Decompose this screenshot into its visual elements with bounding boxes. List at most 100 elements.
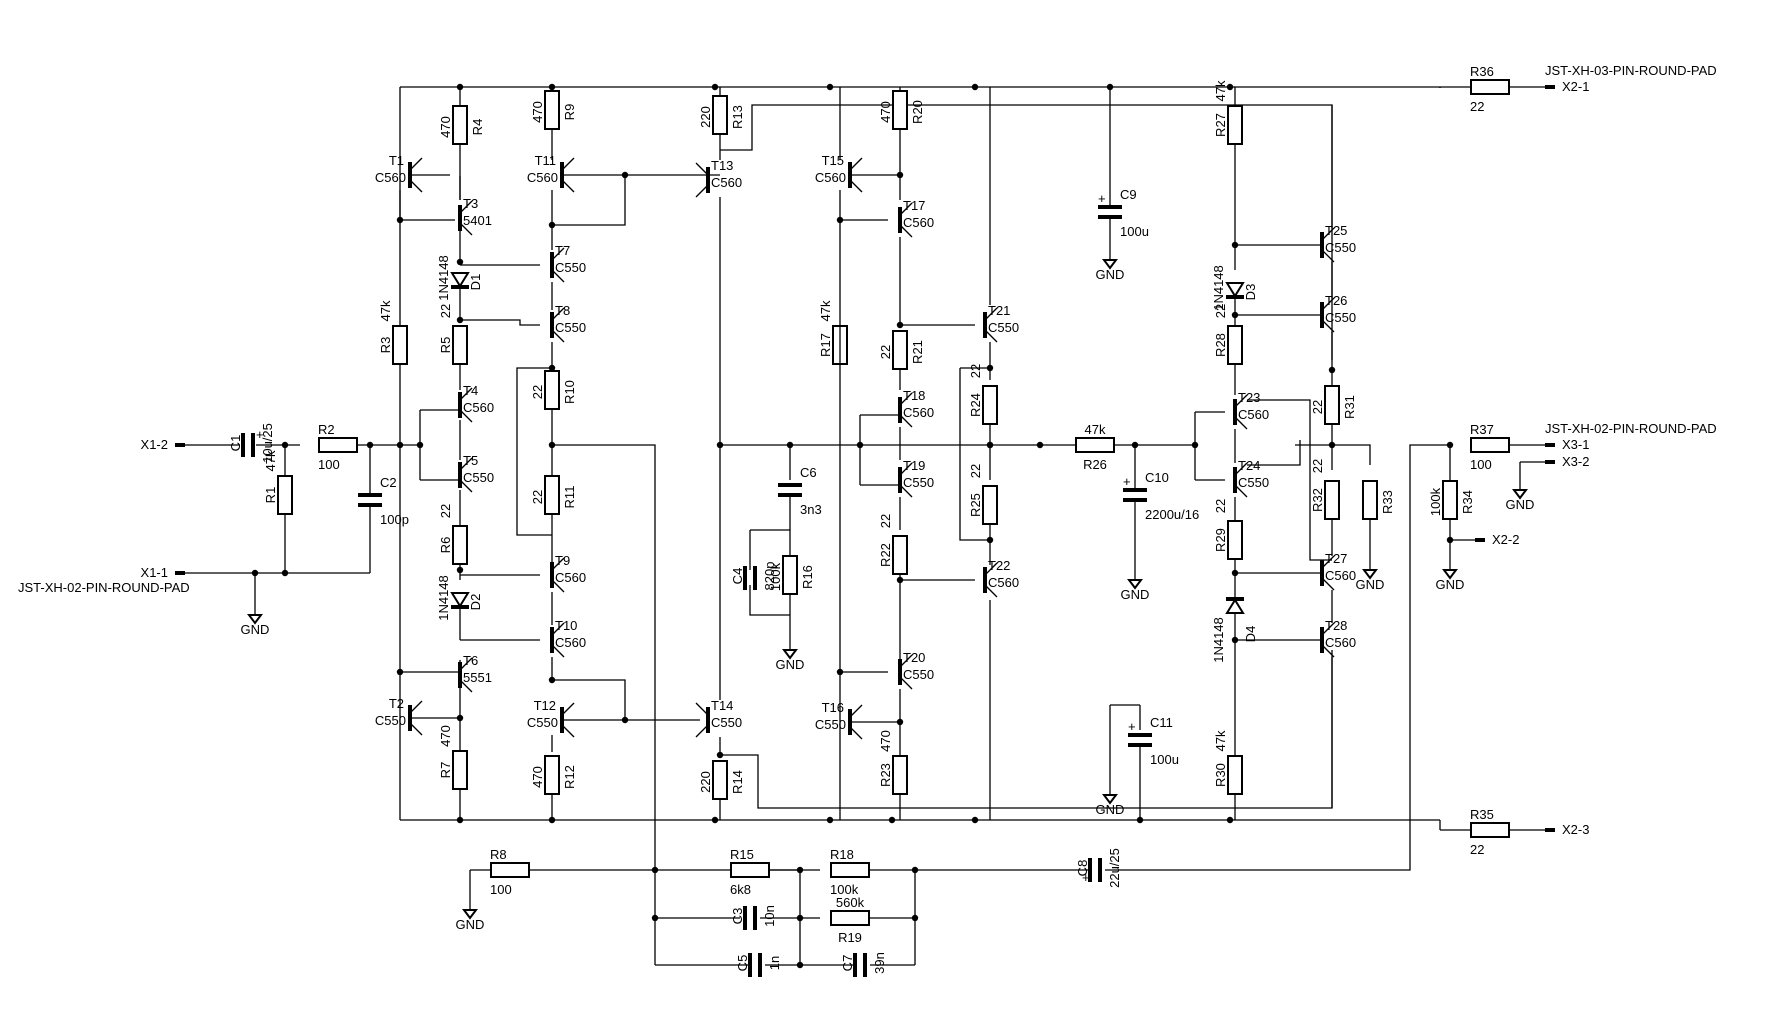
ref-label: T13 — [711, 158, 733, 173]
transistor-lead — [1321, 644, 1335, 658]
transistor-lead — [849, 157, 863, 171]
connector-pin: X2-3 — [1545, 822, 1589, 837]
transistor-lead — [561, 724, 575, 738]
value-label: C550 — [1238, 475, 1269, 490]
ref-label: R20 — [910, 100, 925, 124]
resistor-body — [892, 755, 908, 795]
ground-triangle — [462, 909, 478, 920]
transistor-lead — [899, 484, 913, 498]
transistor-lead — [899, 462, 913, 476]
ref-label: R17 — [818, 333, 833, 357]
ground-label: GND — [241, 622, 270, 637]
ground-triangle — [247, 614, 263, 625]
wire — [516, 367, 552, 536]
ref-label: D3 — [1243, 284, 1258, 301]
diode-body — [1225, 282, 1245, 298]
value-label: 22 — [1470, 99, 1484, 114]
ref-label: T17 — [903, 198, 925, 213]
transistor-lead — [1321, 622, 1335, 636]
junction-dot — [1226, 83, 1234, 91]
polarity-mark: + — [1098, 191, 1106, 206]
value-label: C560 — [555, 635, 586, 650]
ref-label: R37 — [1470, 422, 1494, 437]
resistor-body — [782, 555, 798, 595]
transistor-lead — [1321, 227, 1335, 241]
resistor-body — [730, 862, 770, 878]
wire — [460, 319, 540, 326]
ground-label: GND — [1356, 577, 1385, 592]
wire — [552, 679, 626, 720]
value-label: 100 — [490, 882, 512, 897]
value-label: 220 — [698, 106, 713, 128]
value-label: 5551 — [463, 670, 492, 685]
ref-label: T9 — [555, 553, 570, 568]
ground-symbol: GND — [1506, 480, 1535, 512]
transistor-lead — [984, 307, 998, 321]
ref-label: T19 — [903, 458, 925, 473]
transistor-lead — [1321, 319, 1335, 333]
wire — [1332, 444, 1371, 465]
value-label: C560 — [375, 170, 406, 185]
value-label: 2200u/16 — [1145, 507, 1199, 522]
junction-dot — [826, 816, 834, 824]
transistor-lead — [695, 162, 709, 176]
ref-label: T4 — [463, 383, 478, 398]
pin-label: X2-2 — [1492, 532, 1519, 547]
value-label: 470 — [878, 730, 893, 752]
value-label: 820p — [762, 562, 777, 591]
value-label: 3n3 — [800, 502, 822, 517]
ref-label: R32 — [1310, 488, 1325, 512]
ground-label: GND — [1096, 267, 1125, 282]
transistor-lead — [561, 702, 575, 716]
resistor-body — [1227, 105, 1243, 145]
transistor-lead — [459, 479, 473, 493]
value-label: C550 — [815, 717, 846, 732]
value-label: 470 — [878, 101, 893, 123]
transistor-lead — [551, 557, 565, 571]
junction-dot — [456, 258, 464, 266]
resistor-body — [544, 370, 560, 410]
value-label: C550 — [463, 470, 494, 485]
resistor-body — [1227, 520, 1243, 560]
transistor-lead — [1321, 249, 1335, 263]
junction-dot — [456, 566, 464, 574]
ground-symbol: GND — [1436, 560, 1464, 592]
ref-label: R4 — [470, 119, 485, 136]
ref-label: T27 — [1325, 551, 1347, 566]
value-label: 22 — [1310, 459, 1325, 473]
junction-dot — [711, 83, 719, 91]
ground-label: GND — [1506, 497, 1535, 512]
ref-label: D4 — [1243, 626, 1258, 643]
ref-label: C9 — [1120, 187, 1137, 202]
resistor-body — [544, 90, 560, 130]
value-label: 470 — [530, 101, 545, 123]
transistor-lead — [459, 200, 473, 214]
wire — [750, 529, 791, 560]
diode-body — [450, 272, 470, 288]
ref-label: D1 — [468, 274, 483, 291]
ref-label: C2 — [380, 475, 397, 490]
value-label: C550 — [903, 475, 934, 490]
transistor-lead — [551, 579, 565, 593]
value-label: C550 — [555, 260, 586, 275]
ref-label: T25 — [1325, 223, 1347, 238]
transistor-lead — [561, 157, 575, 171]
ref-label: C7 — [840, 955, 855, 972]
resistor-body — [982, 485, 998, 525]
